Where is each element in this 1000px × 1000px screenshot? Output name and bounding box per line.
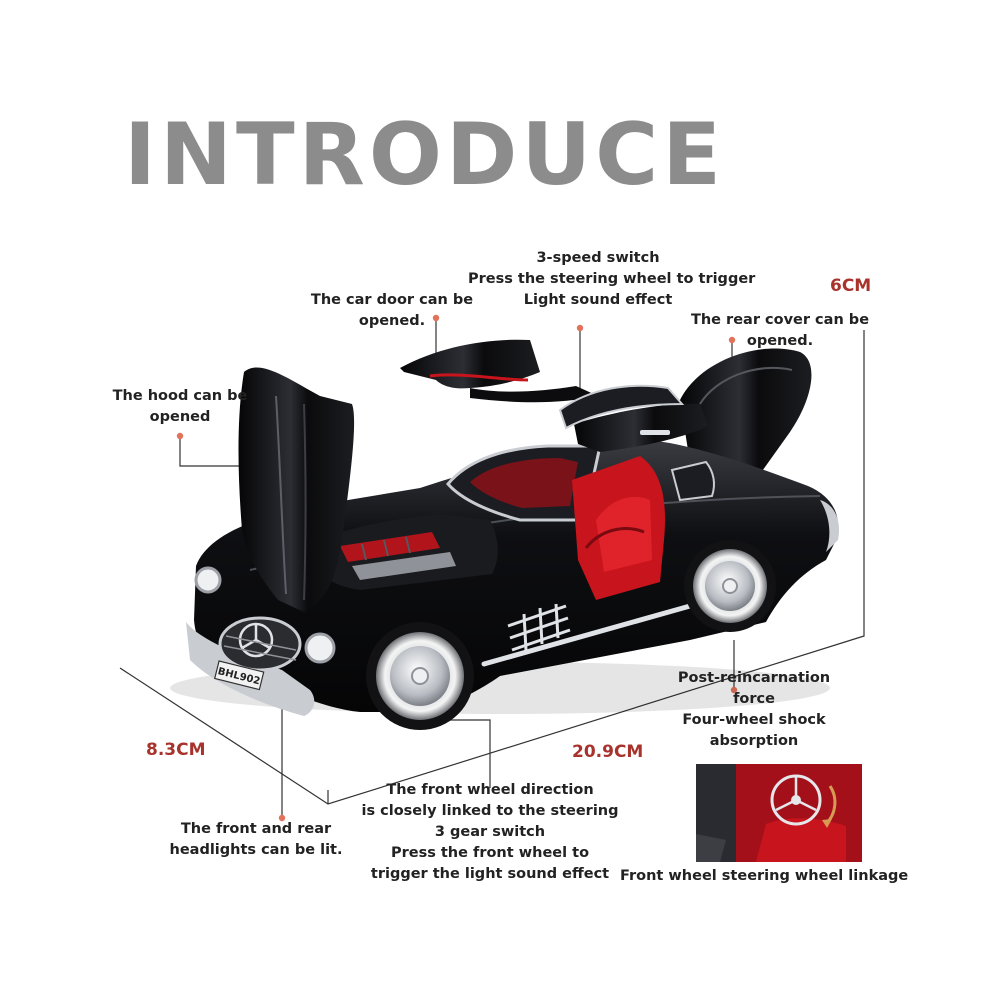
callout-dots — [176, 314, 738, 822]
license-plate: BHL902 — [213, 660, 265, 691]
dimension-width: 8.3CM — [146, 740, 206, 760]
callout-door: The car door can be opened. — [310, 292, 474, 329]
callout-switch: 3-speed switch Press the steering wheel … — [468, 250, 756, 308]
dimension-lines — [119, 330, 865, 805]
car-body — [194, 440, 839, 712]
rear-wheel — [684, 540, 776, 632]
gullwing-door-right — [574, 403, 708, 452]
callout-hood: The hood can be opened — [112, 388, 248, 425]
right-headlight — [304, 632, 336, 664]
left-headlight — [194, 566, 222, 594]
dimension-length: 20.9CM — [572, 742, 644, 762]
side-trim — [481, 603, 693, 667]
rear-cover — [680, 348, 812, 474]
callout-rear-cover: The rear cover can be opened. — [690, 312, 870, 349]
callout-shock-absorption: Post-reincarnation force Four-wheel shoc… — [677, 670, 831, 749]
steering-linkage-inset — [696, 764, 862, 862]
steering-wheel-photo — [696, 764, 862, 862]
side-vent — [507, 603, 571, 652]
dimension-height: 6CM — [830, 276, 872, 296]
inset-caption: Front wheel steering wheel linkage — [620, 868, 909, 884]
open-hood — [238, 367, 355, 612]
page-title: INTRODUCE — [124, 105, 726, 205]
callout-headlights: The front and rear headlights can be lit… — [169, 821, 343, 858]
callout-front-wheel: The front wheel direction is closely lin… — [361, 782, 619, 882]
front-wheel — [366, 622, 474, 730]
